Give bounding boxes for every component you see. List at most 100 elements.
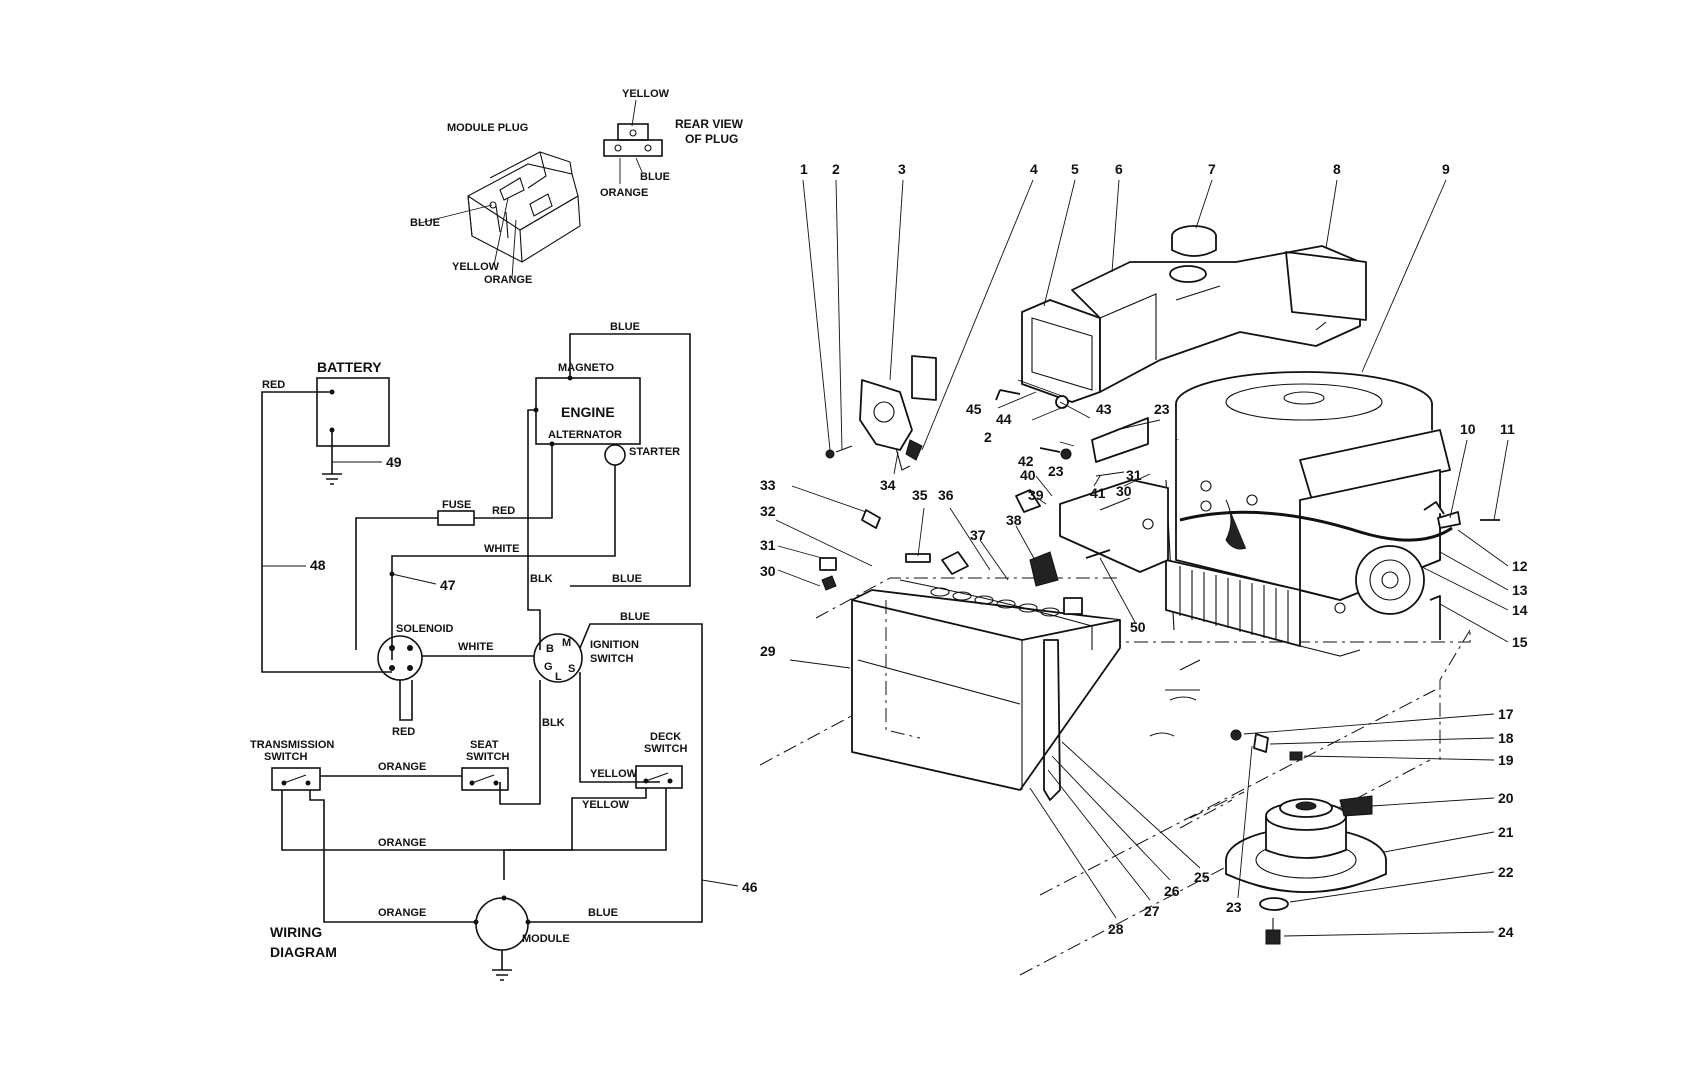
callout-45: 45 bbox=[966, 401, 982, 417]
callout-29: 29 bbox=[760, 643, 776, 659]
callout-20: 20 bbox=[1498, 790, 1514, 806]
wire-label-red-battery: RED bbox=[262, 379, 285, 391]
wire-label-blue-mid: BLUE bbox=[612, 573, 642, 585]
transmission-switch-label-2: SWITCH bbox=[264, 751, 307, 763]
exploded-parts-drawing bbox=[759, 179, 1509, 976]
callout-4: 4 bbox=[1030, 161, 1038, 177]
seat-switch-label-1: SEAT bbox=[470, 739, 499, 751]
callout-41: 41 bbox=[1090, 485, 1106, 501]
callout-30: 30 bbox=[760, 563, 776, 579]
callout-23-upper: 23 bbox=[1154, 401, 1170, 417]
wire-label-red-solenoid: RED bbox=[392, 726, 415, 738]
ignition-terminal-l: L bbox=[555, 671, 562, 683]
callout-26: 26 bbox=[1164, 883, 1180, 899]
callout-39: 39 bbox=[1028, 487, 1044, 503]
wire-label-orange-mid: ORANGE bbox=[378, 837, 426, 849]
battery-box bbox=[316, 377, 390, 447]
part-callouts: 1 2 3 4 5 6 7 8 9 10 11 12 13 14 15 17 1… bbox=[760, 161, 1528, 940]
rear-view-title-line2: OF PLUG bbox=[685, 132, 738, 146]
callout-13: 13 bbox=[1512, 582, 1528, 598]
engine-label: ENGINE bbox=[561, 404, 615, 420]
ignition-switch-label-1: IGNITION bbox=[590, 639, 639, 651]
callout-22: 22 bbox=[1498, 864, 1514, 880]
callout-14: 14 bbox=[1512, 602, 1528, 618]
wiring-title-line1: WIRING bbox=[270, 924, 322, 940]
callout-15: 15 bbox=[1512, 634, 1528, 650]
deck-switch-label-1: DECK bbox=[650, 731, 681, 743]
callout-11: 11 bbox=[1500, 421, 1515, 437]
callout-47: 47 bbox=[440, 577, 456, 593]
callout-49: 49 bbox=[386, 454, 402, 470]
callout-1: 1 bbox=[800, 161, 808, 177]
callout-10: 10 bbox=[1460, 421, 1476, 437]
wire-label-blk-lower: BLK bbox=[542, 717, 565, 729]
wire-label-orange-trans: ORANGE bbox=[378, 761, 426, 773]
module-plug-title: MODULE PLUG bbox=[447, 122, 528, 134]
rear-view-yellow-label: YELLOW bbox=[622, 88, 670, 100]
rear-view-title-line1: REAR VIEW bbox=[675, 117, 744, 131]
callout-42: 42 bbox=[1018, 453, 1034, 469]
callout-30-right: 30 bbox=[1116, 483, 1132, 499]
wire-label-blue-bottom: BLUE bbox=[588, 907, 618, 919]
wire-label-red-fuse: RED bbox=[492, 505, 515, 517]
callout-17: 17 bbox=[1498, 706, 1514, 722]
callout-21: 21 bbox=[1498, 824, 1514, 840]
ignition-terminal-b: B bbox=[546, 643, 554, 655]
callout-31-right: 31 bbox=[1126, 467, 1142, 483]
callout-48: 48 bbox=[310, 557, 326, 573]
callout-25: 25 bbox=[1194, 869, 1210, 885]
ignition-terminal-s: S bbox=[568, 663, 575, 675]
callout-2-lower: 2 bbox=[984, 429, 992, 445]
wiring-diagram: BATTERY RED 49 48 MAGNETO ENGINE ALTERNA… bbox=[250, 321, 758, 981]
callout-44: 44 bbox=[996, 411, 1012, 427]
callout-27: 27 bbox=[1144, 903, 1160, 919]
callout-2: 2 bbox=[832, 161, 840, 177]
module-plug-orange-label: ORANGE bbox=[484, 274, 532, 286]
alternator-label: ALTERNATOR bbox=[548, 429, 622, 441]
callout-32: 32 bbox=[760, 503, 776, 519]
battery-label: BATTERY bbox=[317, 359, 382, 375]
callout-34: 34 bbox=[880, 477, 896, 493]
wire-label-white-starter: WHITE bbox=[484, 543, 519, 555]
wire-label-yellow-deck: YELLOW bbox=[590, 768, 638, 780]
ignition-terminal-m: M bbox=[562, 637, 571, 649]
wire-label-blue-top: BLUE bbox=[610, 321, 640, 333]
ignition-terminal-g: G bbox=[544, 661, 553, 673]
wiring-title-line2: DIAGRAM bbox=[270, 944, 337, 960]
module-plug-figure: MODULE PLUG BLUE YELLOW ORANGE bbox=[410, 122, 581, 286]
battery-part bbox=[851, 579, 1121, 801]
callout-35: 35 bbox=[912, 487, 928, 503]
wire-label-blue-right: BLUE bbox=[620, 611, 650, 623]
engine-part bbox=[1165, 371, 1453, 657]
seat-switch-symbol bbox=[461, 767, 509, 791]
callout-50: 50 bbox=[1130, 619, 1146, 635]
ignition-switch-label-2: SWITCH bbox=[590, 653, 633, 665]
wire-label-yellow-lower: YELLOW bbox=[582, 799, 630, 811]
module-plug-yellow-label: YELLOW bbox=[452, 261, 500, 273]
callout-38: 38 bbox=[1006, 512, 1022, 528]
callout-12: 12 bbox=[1512, 558, 1528, 574]
callout-46: 46 bbox=[742, 879, 758, 895]
engine-shroud-part bbox=[1021, 225, 1367, 403]
callout-19: 19 bbox=[1498, 752, 1514, 768]
callout-3: 3 bbox=[898, 161, 906, 177]
callout-5: 5 bbox=[1071, 161, 1079, 177]
rear-view-plug-figure: YELLOW REAR VIEW OF PLUG BLUE ORANGE bbox=[600, 88, 744, 199]
rear-view-blue-label: BLUE bbox=[640, 171, 670, 183]
callout-18: 18 bbox=[1498, 730, 1514, 746]
callout-36: 36 bbox=[938, 487, 954, 503]
callout-40: 40 bbox=[1020, 467, 1036, 483]
pulley-part bbox=[1225, 729, 1387, 945]
solenoid-label: SOLENOID bbox=[396, 623, 454, 635]
transmission-switch-label-1: TRANSMISSION bbox=[250, 739, 334, 751]
callout-7: 7 bbox=[1208, 161, 1216, 177]
transmission-switch-symbol bbox=[271, 767, 321, 791]
callout-6: 6 bbox=[1115, 161, 1123, 177]
starter-label: STARTER bbox=[629, 446, 680, 458]
deck-switch-label-2: SWITCH bbox=[644, 743, 687, 755]
fuse-symbol bbox=[437, 510, 475, 526]
callout-24: 24 bbox=[1498, 924, 1514, 940]
callout-23-mid: 23 bbox=[1048, 463, 1064, 479]
callout-33: 33 bbox=[760, 477, 776, 493]
callout-31: 31 bbox=[760, 537, 776, 553]
